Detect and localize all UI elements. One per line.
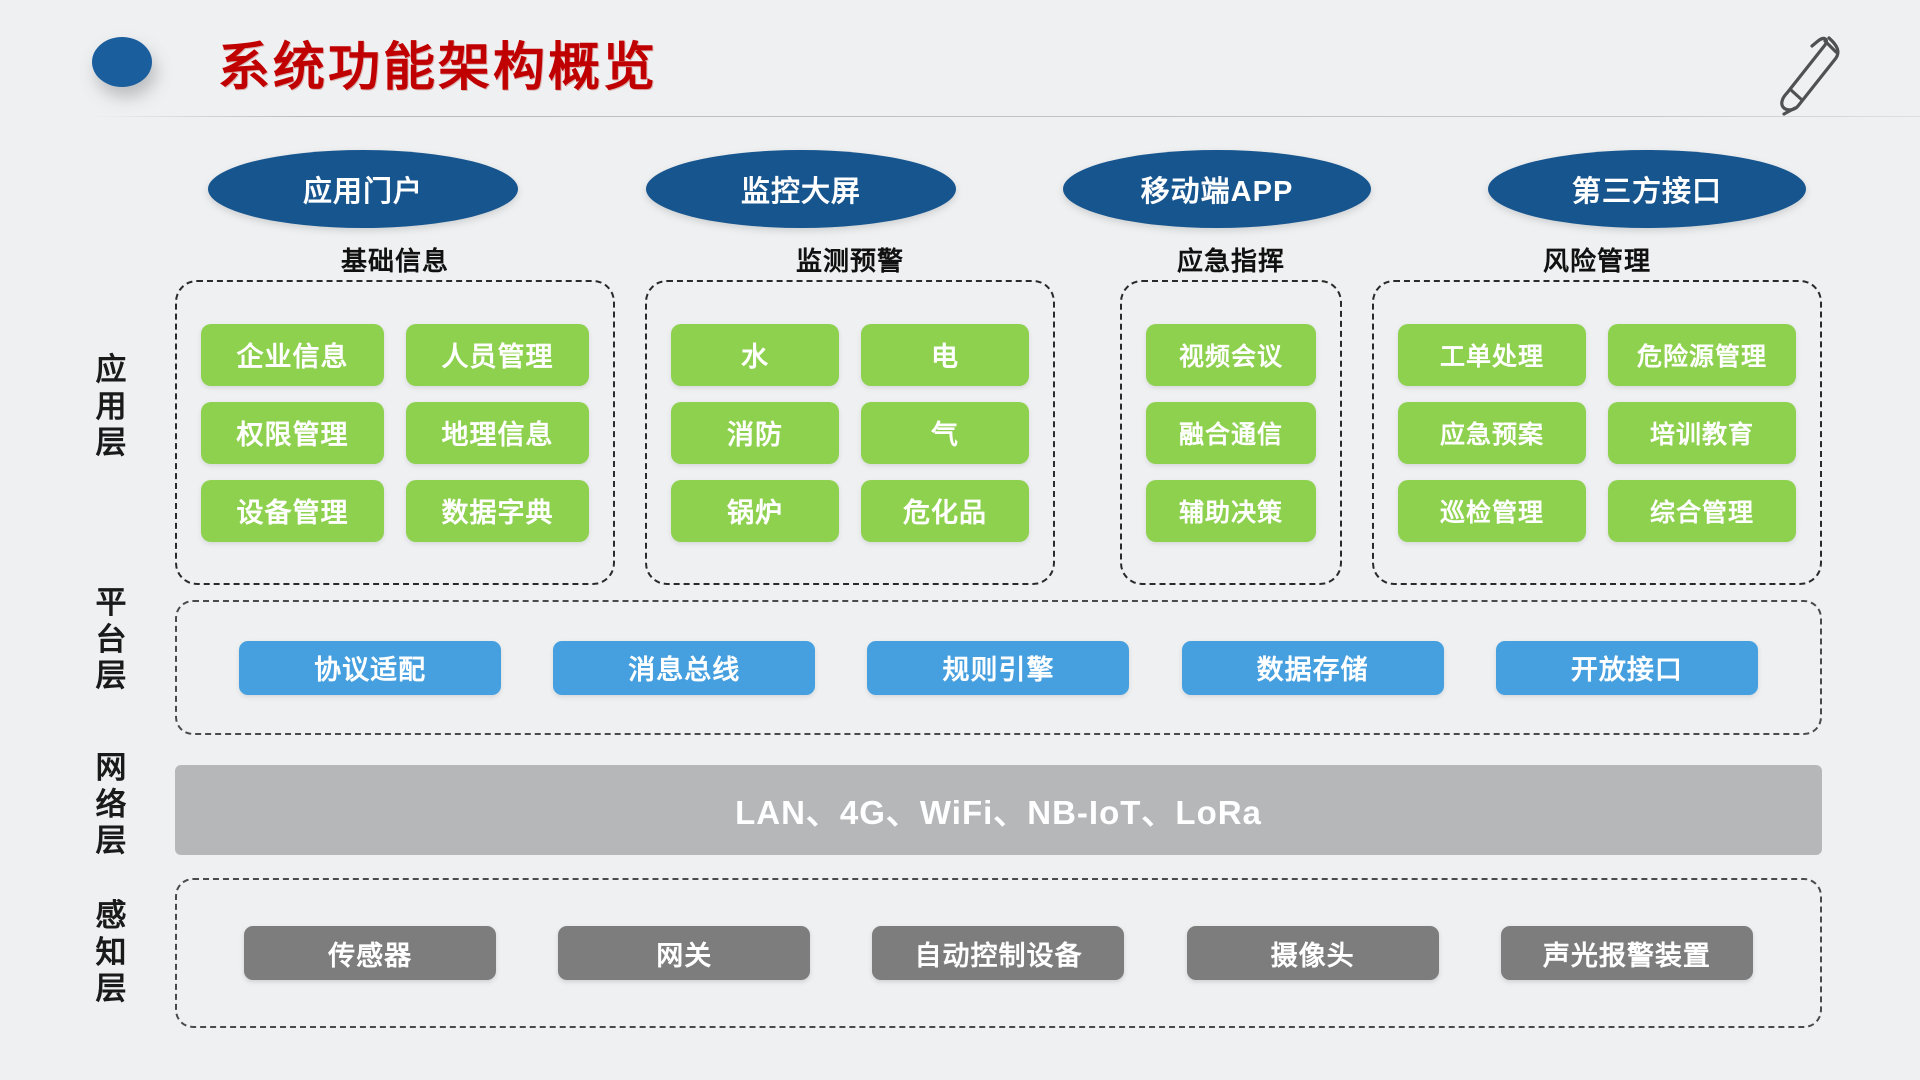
app-chip-hazard-source-management[interactable]: 危险源管理 [1608, 323, 1796, 386]
header-divider [90, 116, 1920, 117]
app-row: 应急预案 培训教育 [1398, 401, 1796, 464]
app-chip-permission-management[interactable]: 权限管理 [201, 401, 384, 464]
app-row: 企业信息 人员管理 [201, 323, 589, 386]
layer-label-sensing: 感知层 [95, 898, 127, 1007]
page-title: 系统功能架构概览 [218, 39, 659, 97]
app-chip-geographic-info[interactable]: 地理信息 [406, 401, 589, 464]
app-chip-enterprise-info[interactable]: 企业信息 [201, 323, 384, 386]
page-header: 系统功能架构概览 [0, 0, 1920, 118]
app-group-title: 风险管理 [1528, 241, 1666, 278]
portal-node-application[interactable]: 应用门户 [208, 150, 518, 228]
app-row: 融合通信 [1146, 401, 1316, 464]
platform-chip-protocol-adaptation[interactable]: 协议适配 [239, 640, 502, 695]
app-group-grid: 视频会议 融合通信 辅助决策 [1122, 282, 1340, 583]
sense-chip-audible-visual-alarm[interactable]: 声光报警装置 [1500, 926, 1753, 980]
app-chip-converged-communication[interactable]: 融合通信 [1146, 401, 1316, 464]
platform-layer: 协议适配 消息总线 规则引擎 数据存储 开放接口 [175, 600, 1822, 735]
app-chip-training-education[interactable]: 培训教育 [1608, 401, 1796, 464]
app-chip-fire-protection[interactable]: 消防 [671, 401, 839, 464]
sense-chip-sensor[interactable]: 传感器 [244, 926, 497, 980]
app-chip-electricity[interactable]: 电 [861, 323, 1029, 386]
sense-chip-automatic-control-device[interactable]: 自动控制设备 [872, 926, 1125, 980]
app-row: 权限管理 地理信息 [201, 401, 589, 464]
bullet-marker [92, 37, 152, 87]
app-chip-emergency-plan[interactable]: 应急预案 [1398, 401, 1586, 464]
portal-node-third-party-api[interactable]: 第三方接口 [1488, 150, 1806, 228]
sense-chip-camera[interactable]: 摄像头 [1186, 926, 1439, 980]
app-group-emergency-command: 应急指挥 视频会议 融合通信 辅助决策 [1120, 241, 1342, 585]
layer-label-application: 应用层 [95, 352, 127, 461]
pen-icon [1780, 36, 1840, 116]
portal-row: 应用门户 监控大屏 移动端APP 第三方接口 [0, 150, 1920, 246]
app-chip-hazardous-chemicals[interactable]: 危化品 [861, 479, 1029, 542]
app-group-title: 监测预警 [781, 241, 919, 278]
layer-label-network: 网络层 [95, 750, 127, 859]
app-group-grid: 水 电 消防 气 锅炉 危化品 [647, 282, 1053, 583]
app-row: 工单处理 危险源管理 [1398, 323, 1796, 386]
app-row: 水 电 [671, 323, 1029, 386]
app-group-risk-management: 风险管理 工单处理 危险源管理 应急预案 培训教育 巡检管理 综合管理 [1372, 241, 1822, 585]
app-row: 设备管理 数据字典 [201, 479, 589, 542]
app-chip-work-order-processing[interactable]: 工单处理 [1398, 323, 1586, 386]
app-group-title: 基础信息 [326, 241, 464, 278]
portal-node-mobile-app[interactable]: 移动端APP [1063, 150, 1371, 228]
app-chip-inspection-management[interactable]: 巡检管理 [1398, 479, 1586, 542]
app-group-grid: 工单处理 危险源管理 应急预案 培训教育 巡检管理 综合管理 [1374, 282, 1820, 583]
app-row: 视频会议 [1146, 323, 1316, 386]
app-group-basic-info: 基础信息 企业信息 人员管理 权限管理 地理信息 设备管理 数据字典 [175, 241, 615, 585]
app-row: 巡检管理 综合管理 [1398, 479, 1796, 542]
app-chip-video-conference[interactable]: 视频会议 [1146, 323, 1316, 386]
application-layer: 基础信息 企业信息 人员管理 权限管理 地理信息 设备管理 数据字典 监测预警 … [0, 241, 1920, 585]
app-chip-data-dictionary[interactable]: 数据字典 [406, 479, 589, 542]
app-chip-water[interactable]: 水 [671, 323, 839, 386]
app-row: 锅炉 危化品 [671, 479, 1029, 542]
sense-chip-gateway[interactable]: 网关 [558, 926, 811, 980]
app-chip-gas[interactable]: 气 [861, 401, 1029, 464]
network-layer: LAN、4G、WiFi、NB-IoT、LoRa [175, 765, 1822, 855]
app-chip-boiler[interactable]: 锅炉 [671, 479, 839, 542]
app-group-grid: 企业信息 人员管理 权限管理 地理信息 设备管理 数据字典 [177, 282, 613, 583]
app-chip-decision-support[interactable]: 辅助决策 [1146, 479, 1316, 542]
app-chip-device-management[interactable]: 设备管理 [201, 479, 384, 542]
sensing-layer: 传感器 网关 自动控制设备 摄像头 声光报警装置 [175, 878, 1822, 1028]
network-layer-text: LAN、4G、WiFi、NB-IoT、LoRa [735, 794, 1262, 831]
platform-chip-message-bus[interactable]: 消息总线 [553, 640, 816, 695]
app-chip-comprehensive-management[interactable]: 综合管理 [1608, 479, 1796, 542]
platform-chip-data-storage[interactable]: 数据存储 [1181, 640, 1444, 695]
platform-chip-open-api[interactable]: 开放接口 [1495, 640, 1758, 695]
app-chip-personnel-management[interactable]: 人员管理 [406, 323, 589, 386]
app-row: 辅助决策 [1146, 479, 1316, 542]
app-group-title: 应急指挥 [1162, 241, 1300, 278]
app-row: 消防 气 [671, 401, 1029, 464]
app-group-monitoring-alert: 监测预警 水 电 消防 气 锅炉 危化品 [645, 241, 1055, 585]
layer-label-platform: 平台层 [95, 585, 127, 694]
portal-node-dashboard[interactable]: 监控大屏 [646, 150, 956, 228]
platform-chip-rule-engine[interactable]: 规则引擎 [867, 640, 1130, 695]
